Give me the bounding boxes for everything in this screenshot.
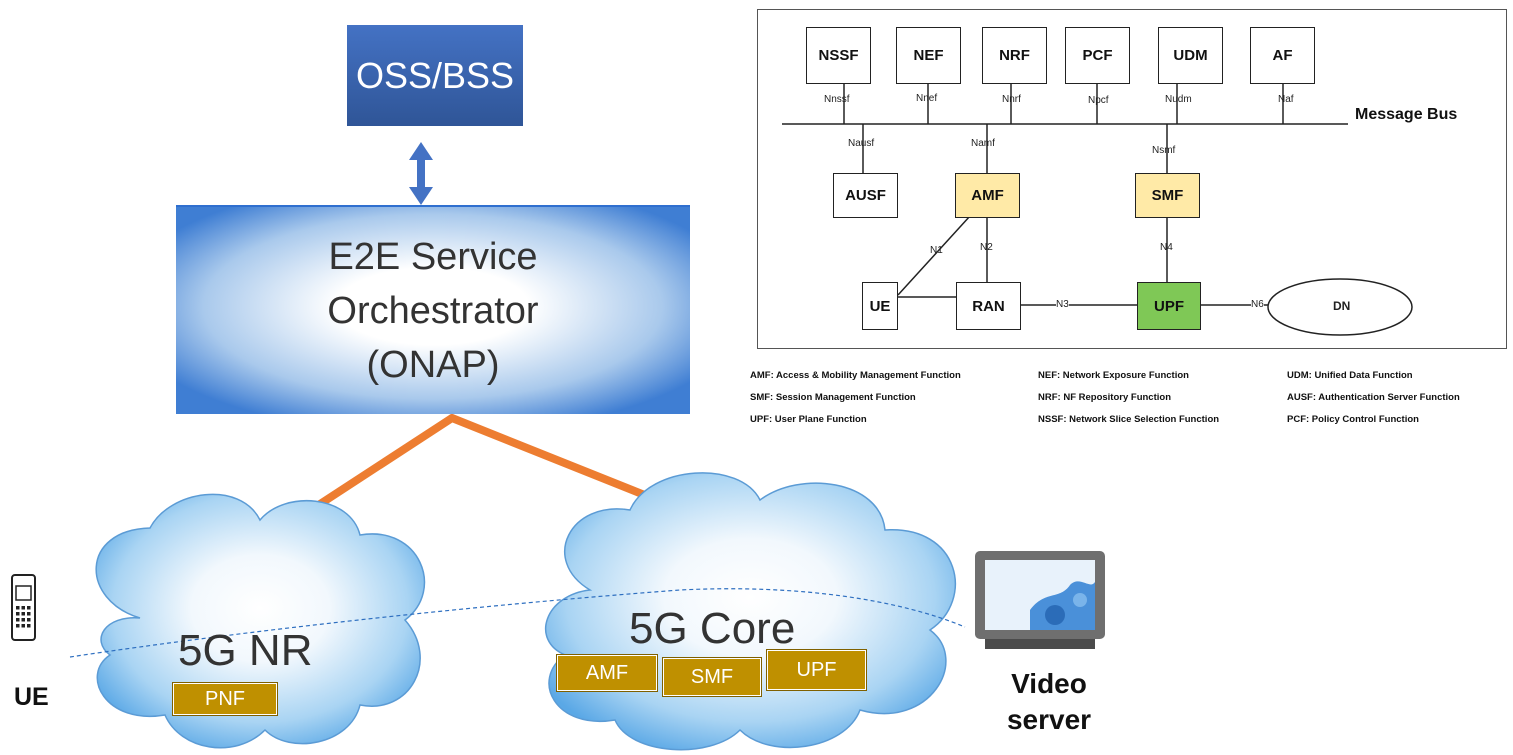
nnef-label: Nnef bbox=[916, 93, 938, 104]
video-server-line-2: server bbox=[1006, 704, 1092, 735]
dn-node-label: DN bbox=[1333, 299, 1351, 313]
nsmf-label: Nsmf bbox=[1152, 145, 1176, 156]
legend-smf: SMF: Session Management Function bbox=[750, 392, 916, 403]
n4-label: N4 bbox=[1160, 242, 1173, 253]
af-box: AF bbox=[1250, 27, 1315, 84]
legend-upf: UPF: User Plane Function bbox=[750, 414, 867, 425]
udm-box: UDM bbox=[1158, 27, 1223, 84]
oss-bss-box: OSS/BSS bbox=[347, 25, 523, 126]
nnssf-label: Nnssf bbox=[824, 94, 850, 105]
message-bus-label: Message Bus bbox=[1355, 106, 1458, 123]
phone-icon bbox=[11, 574, 36, 641]
nr-cloud-label: 5G NR bbox=[178, 626, 313, 675]
video-server-line-1: Video bbox=[1011, 668, 1087, 699]
nef-box: NEF bbox=[896, 27, 961, 84]
core-amf-box: AMF bbox=[557, 655, 657, 691]
architecture-panel: NSSF NEF NRF PCF UDM AF Nnssf Nnef Nnrf … bbox=[757, 9, 1507, 349]
nausf-label: Nausf bbox=[848, 138, 875, 149]
orchestrator-line-3: (ONAP) bbox=[366, 344, 500, 386]
monitor-icon bbox=[975, 551, 1105, 649]
core-smf-box: SMF bbox=[663, 658, 761, 696]
legend-pcf: PCF: Policy Control Function bbox=[1287, 414, 1419, 425]
n6-label: N6 bbox=[1251, 299, 1264, 310]
amf-box: AMF bbox=[955, 173, 1020, 218]
legend-nrf: NRF: NF Repository Function bbox=[1038, 392, 1171, 403]
n3-label: N3 bbox=[1056, 299, 1069, 310]
legend-nef: NEF: Network Exposure Function bbox=[1038, 370, 1189, 381]
upf-node: UPF bbox=[1137, 282, 1201, 330]
namf-label: Namf bbox=[971, 138, 995, 149]
nrf-box: NRF bbox=[982, 27, 1047, 84]
orchestrator-line-2: Orchestrator bbox=[327, 290, 539, 332]
video-server-label: Video server bbox=[990, 666, 1108, 738]
core-upf-box: UPF bbox=[767, 650, 866, 690]
legend-udm: UDM: Unified Data Function bbox=[1287, 370, 1413, 381]
pnf-box: PNF bbox=[173, 683, 277, 715]
nssf-box: NSSF bbox=[806, 27, 871, 84]
orchestrator-label: E2E Service Orchestrator (ONAP) bbox=[176, 230, 690, 392]
legend-amf: AMF: Access & Mobility Management Functi… bbox=[750, 370, 961, 381]
double-arrow bbox=[409, 142, 433, 205]
nnrf-label: Nnrf bbox=[1002, 94, 1021, 105]
ue-label: UE bbox=[14, 683, 49, 711]
nudm-label: Nudm bbox=[1165, 94, 1192, 105]
architecture-lines bbox=[782, 83, 1413, 336]
naf-label: Naf bbox=[1278, 94, 1294, 105]
oss-bss-label: OSS/BSS bbox=[355, 54, 515, 96]
n1-label: N1 bbox=[930, 245, 943, 256]
legend-ausf: AUSF: Authentication Server Function bbox=[1287, 392, 1460, 403]
ausf-box: AUSF bbox=[833, 173, 898, 218]
core-cloud-label: 5G Core bbox=[629, 604, 796, 653]
ue-node: UE bbox=[862, 282, 898, 330]
orchestrator-line-1: E2E Service bbox=[328, 236, 538, 278]
smf-box: SMF bbox=[1135, 173, 1200, 218]
npcf-label: Npcf bbox=[1088, 95, 1109, 106]
legend-nssf: NSSF: Network Slice Selection Function bbox=[1038, 414, 1220, 425]
orchestrator-box bbox=[176, 205, 690, 414]
n2-label: N2 bbox=[980, 242, 993, 253]
ran-node: RAN bbox=[956, 282, 1021, 330]
pcf-box: PCF bbox=[1065, 27, 1130, 84]
